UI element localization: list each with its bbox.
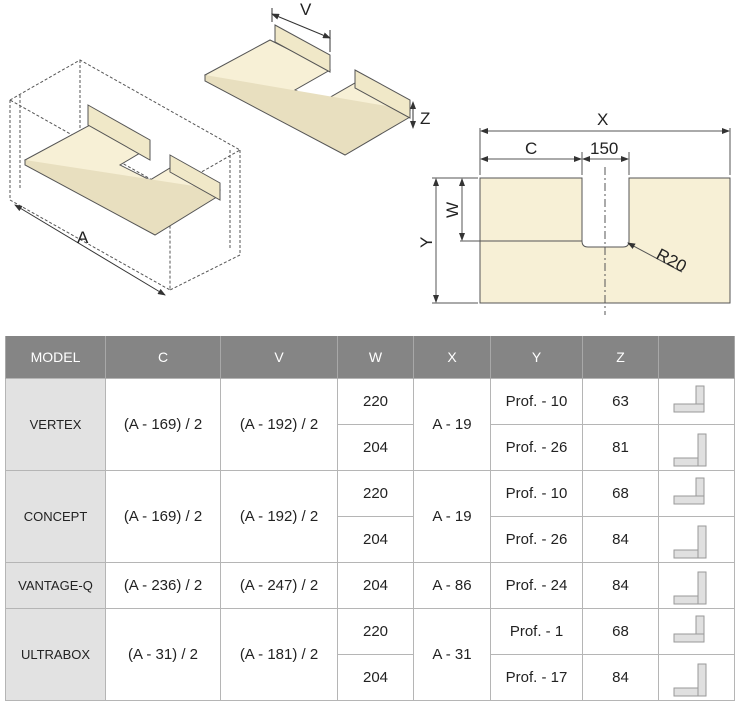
v-cell: (A - 192) / 2 <box>220 470 338 563</box>
dimension-drawings: A V Z X C 150 W Y R20 <box>8 0 731 315</box>
w-cell: 220 <box>337 378 414 425</box>
y-cell: Prof. - 17 <box>490 654 583 701</box>
plan-view <box>432 128 731 315</box>
v-cell: (A - 192) / 2 <box>220 378 338 471</box>
label-z: Z <box>420 109 430 128</box>
w-cell: 220 <box>337 608 414 655</box>
label-x: X <box>597 110 608 129</box>
c-cell: (A - 31) / 2 <box>105 608 221 701</box>
y-cell: Prof. - 1 <box>490 608 583 655</box>
label-150: 150 <box>590 139 618 158</box>
model-cell: VANTAGE-Q <box>5 562 106 609</box>
z-cell: 81 <box>582 424 659 471</box>
drawer-iso-view <box>8 59 242 296</box>
profile-inset-icon <box>659 566 734 606</box>
column-header: C <box>105 336 221 379</box>
label-c: C <box>525 139 537 158</box>
profile-cell <box>658 470 735 517</box>
profile-cell <box>658 424 735 471</box>
x-cell: A - 19 <box>413 470 491 563</box>
y-cell: Prof. - 10 <box>490 470 583 517</box>
x-cell: A - 19 <box>413 378 491 471</box>
label-a: A <box>77 228 89 247</box>
z-cell: 68 <box>582 470 659 517</box>
model-cell: VERTEX <box>5 378 106 471</box>
column-header <box>658 336 735 379</box>
c-cell: (A - 169) / 2 <box>105 378 221 471</box>
profile-inset-icon <box>659 520 734 560</box>
panel-iso-view <box>203 8 416 156</box>
x-cell: A - 86 <box>413 562 491 609</box>
column-header: X <box>413 336 491 379</box>
z-cell: 63 <box>582 378 659 425</box>
profile-cell <box>658 608 735 655</box>
x-cell: A - 31 <box>413 608 491 701</box>
w-cell: 204 <box>337 516 414 563</box>
c-cell: (A - 236) / 2 <box>105 562 221 609</box>
w-cell: 204 <box>337 424 414 471</box>
c-cell: (A - 169) / 2 <box>105 470 221 563</box>
profile-inset-icon <box>659 658 734 698</box>
label-w: W <box>443 202 462 218</box>
z-cell: 84 <box>582 654 659 701</box>
column-header: V <box>220 336 338 379</box>
profile-overlap-icon <box>659 612 734 652</box>
profile-cell <box>658 516 735 563</box>
z-cell: 84 <box>582 516 659 563</box>
w-cell: 204 <box>337 654 414 701</box>
profile-inset-icon <box>659 428 734 468</box>
w-cell: 220 <box>337 470 414 517</box>
label-y: Y <box>417 237 436 248</box>
model-cell: ULTRABOX <box>5 608 106 701</box>
profile-cell <box>658 654 735 701</box>
column-header: Y <box>490 336 583 379</box>
label-v: V <box>300 0 312 19</box>
y-cell: Prof. - 10 <box>490 378 583 425</box>
column-header: MODEL <box>5 336 106 379</box>
v-cell: (A - 247) / 2 <box>220 562 338 609</box>
y-cell: Prof. - 26 <box>490 516 583 563</box>
y-cell: Prof. - 26 <box>490 424 583 471</box>
y-cell: Prof. - 24 <box>490 562 583 609</box>
z-cell: 68 <box>582 608 659 655</box>
profile-overlap-icon <box>659 382 734 422</box>
v-cell: (A - 181) / 2 <box>220 608 338 701</box>
model-cell: CONCEPT <box>5 470 106 563</box>
z-cell: 84 <box>582 562 659 609</box>
profile-cell <box>658 378 735 425</box>
column-header: Z <box>582 336 659 379</box>
w-cell: 204 <box>337 562 414 609</box>
column-header: W <box>337 336 414 379</box>
profile-cell <box>658 562 735 609</box>
profile-overlap-icon <box>659 474 734 514</box>
